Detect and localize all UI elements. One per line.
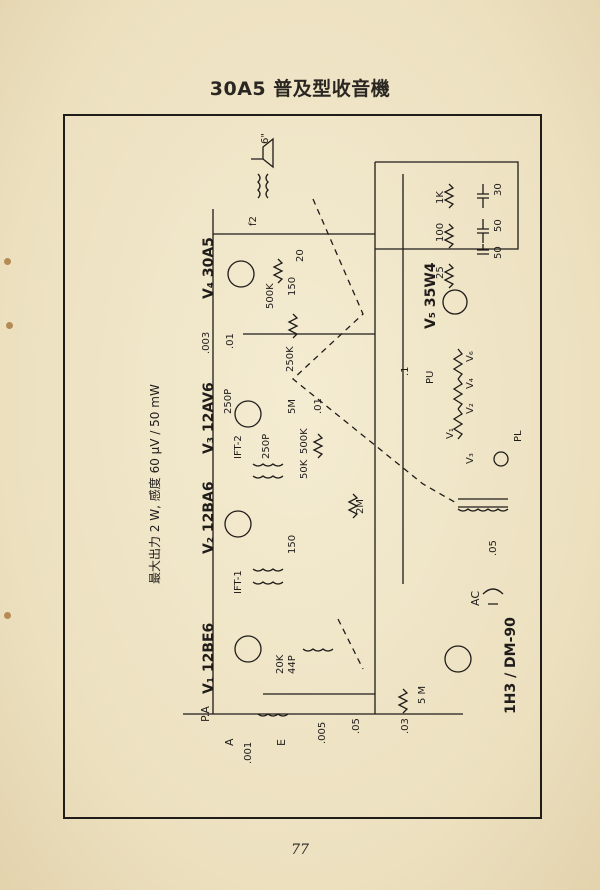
- pilot-lamp-icon: [493, 451, 509, 467]
- binding-hole: [6, 322, 13, 329]
- capacitor-50a: [477, 219, 489, 243]
- resistor-2m: [347, 493, 359, 519]
- label-05b: .05: [488, 540, 499, 556]
- label-003: .003: [201, 332, 212, 354]
- resistor-150: [272, 258, 284, 284]
- filter-bus: [375, 161, 519, 250]
- resistor-25: [443, 263, 455, 289]
- tube-v5-envelope: [442, 289, 468, 315]
- label-20k: 20K: [275, 654, 286, 674]
- tube-v4-envelope: [227, 260, 255, 288]
- resistor-5m: [397, 688, 409, 714]
- label-01b: .01: [313, 398, 324, 414]
- label-2m: 2M: [355, 499, 366, 514]
- tube-v2-envelope: [224, 510, 252, 538]
- schematic-diagram: 最大出力 2 W, 感度 60 μV / 50 mW V₄ 30A5 V₃ 12…: [147, 133, 524, 764]
- label-c-1: .1: [400, 366, 411, 376]
- heater-chain: [452, 348, 464, 440]
- heater-label-v4: V₄: [465, 378, 476, 389]
- terminal-a: A: [223, 738, 236, 746]
- label-5m-a: 5M: [287, 399, 298, 414]
- ift-1-coil: [252, 568, 284, 585]
- heater-label-v1: V₁: [445, 428, 456, 439]
- label-f2: f2: [248, 216, 259, 226]
- label-500k-b: 500K: [299, 428, 310, 454]
- tube-v6-envelope: [444, 645, 472, 673]
- pilot-lamp-label: PL: [513, 430, 524, 442]
- power-transformer: [457, 498, 509, 512]
- tube-v4-label: V₄ 30A5: [201, 237, 217, 299]
- heater-label-v3: V₃: [465, 453, 476, 464]
- terminal-pa: P.A: [199, 706, 212, 722]
- label-05a: .05: [351, 718, 362, 734]
- label-500k: 500K: [265, 283, 276, 309]
- label-50k: 50K: [299, 459, 310, 479]
- label-pu: PU: [425, 371, 436, 384]
- antenna-coil: [257, 713, 289, 717]
- output-transformer: [257, 173, 269, 199]
- switch-linkage: [292, 198, 459, 505]
- capacitor-50b: [477, 244, 489, 255]
- binding-hole: [4, 612, 11, 619]
- label-50a: 50: [493, 219, 504, 232]
- label-001: .001: [243, 742, 254, 764]
- ift-2-label: IFT-2: [233, 435, 244, 459]
- speaker-icon: [251, 137, 274, 169]
- binding-hole: [4, 258, 11, 265]
- resistor-1k: [443, 183, 455, 209]
- label-005: .005: [317, 722, 328, 744]
- label-03: .03: [400, 718, 411, 734]
- label-50b: 50: [493, 246, 504, 259]
- tube-v3-envelope: [234, 400, 262, 428]
- tube-v2-label: V₂ 12BA6: [201, 481, 217, 554]
- label-250k: 250K: [285, 346, 296, 372]
- resistor-250k: [287, 313, 299, 339]
- speaker-size-label: 6": [260, 133, 271, 144]
- tube-v6-label: 1H3 / DM-90: [503, 617, 519, 714]
- tube-v1-envelope: [234, 635, 262, 663]
- label-5m-b: 5 M: [417, 686, 428, 704]
- page-number: 77: [291, 842, 309, 858]
- page-title: 30A5 普及型收音機: [209, 78, 391, 100]
- tube-v3-label: V₃ 12AV6: [201, 382, 217, 454]
- label-30: 30: [493, 183, 504, 196]
- tube-v5-label: V₅ 35W4: [423, 262, 439, 329]
- terminal-e: E: [275, 739, 288, 746]
- label-250p-b: 250P: [261, 434, 272, 459]
- schematic-frame: [63, 114, 542, 819]
- label-1k: 1K: [435, 191, 446, 204]
- label-250p-a: 250P: [223, 389, 234, 414]
- tube-v1-label: V₁ 12BE6: [201, 623, 217, 694]
- label-100: 100: [435, 223, 446, 242]
- label-01a: .01: [225, 333, 236, 349]
- capacitor-30: [477, 184, 489, 208]
- label-44p: 44P: [287, 655, 298, 674]
- heater-label-v6: V₆: [465, 351, 476, 362]
- ift-1-label: IFT-1: [233, 570, 244, 594]
- label-25: 25: [435, 266, 446, 279]
- resistor-500k-volume: [312, 433, 324, 459]
- ift-2-coil: [252, 463, 284, 479]
- osc-coil: [302, 648, 334, 652]
- tuning-linkage: [337, 618, 364, 670]
- resistor-100: [443, 223, 455, 249]
- label-150b: 150: [287, 535, 298, 554]
- terminal-ac: AC: [469, 591, 482, 606]
- label-150a: 150: [287, 277, 298, 296]
- label-20: 20: [295, 249, 306, 262]
- heater-label-v2: V₂: [465, 403, 476, 414]
- ac-plug-icon: [482, 588, 504, 605]
- spec-text: 最大出力 2 W, 感度 60 μV / 50 mW: [147, 384, 162, 584]
